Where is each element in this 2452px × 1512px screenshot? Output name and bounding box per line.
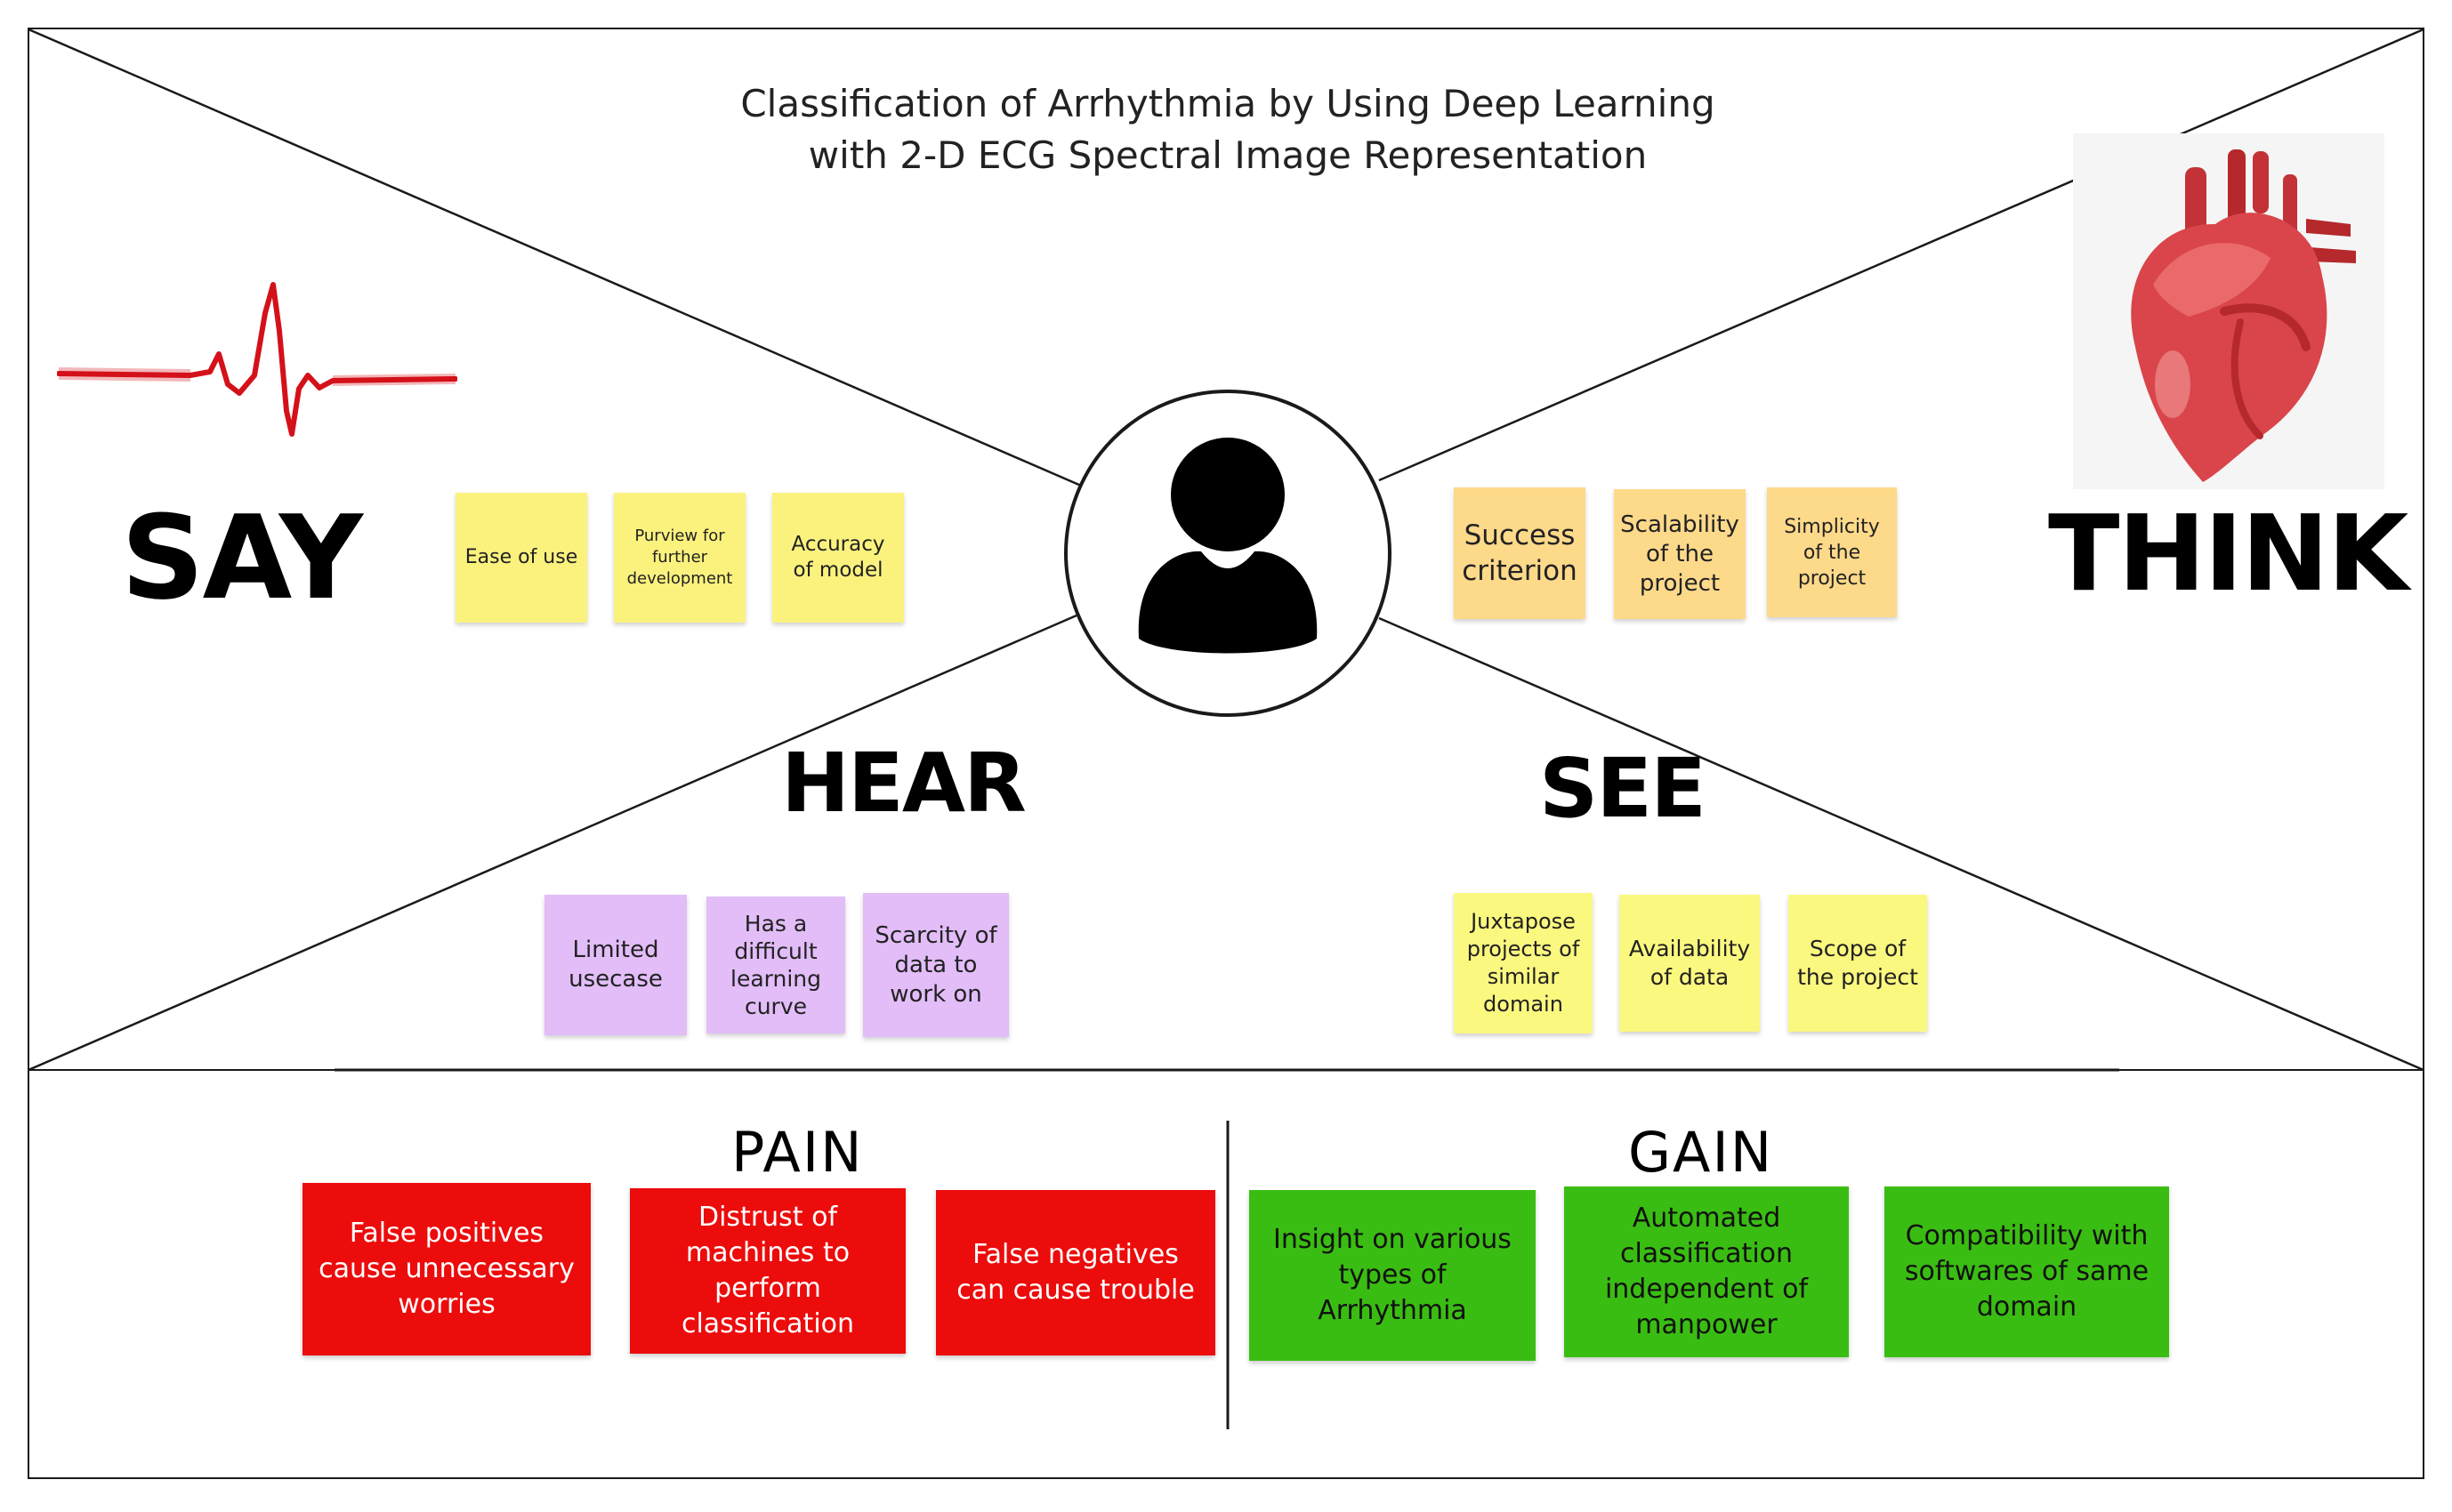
diagonal-bottom-left xyxy=(28,614,1077,1072)
label-pain: PAIN xyxy=(731,1120,864,1185)
diagonal-top-right xyxy=(1378,28,2424,482)
gain-card: Automated classification independent of … xyxy=(1564,1186,1849,1357)
label-see: SEE xyxy=(1539,741,1706,836)
gain-card: Insight on various types of Arrhythmia xyxy=(1249,1190,1536,1361)
see-note: Scope of the project xyxy=(1788,895,1927,1032)
pain-card: False positives cause unnecessary worrie… xyxy=(302,1183,591,1355)
think-note: Success criterion xyxy=(1454,487,1585,619)
hear-note: Limited usecase xyxy=(544,895,687,1035)
label-gain: GAIN xyxy=(1628,1120,1774,1185)
pain-card: Distrust of machines to perform classifi… xyxy=(630,1188,906,1354)
say-note: Ease of use xyxy=(456,493,587,623)
hear-note: Scarcity of data to work on xyxy=(863,893,1009,1037)
say-note: Accuracy of model xyxy=(772,493,904,623)
title-line-2: with 2-D ECG Spectral Image Representati… xyxy=(808,133,1648,177)
user-avatar-icon xyxy=(1064,390,1391,717)
diagonal-bottom-right xyxy=(1378,616,2424,1072)
ecg-heartbeat-icon xyxy=(57,282,457,437)
say-note: Purview for further development xyxy=(614,493,746,623)
label-say: SAY xyxy=(121,490,363,625)
anatomical-heart-icon xyxy=(2073,133,2384,489)
hear-note: Has a difficult learning curve xyxy=(706,897,845,1033)
diagonal-top-left xyxy=(28,28,1082,487)
page-title: Classification of Arrhythmia by Using De… xyxy=(534,78,1922,181)
label-think: THINK xyxy=(2048,492,2408,615)
label-hear: HEAR xyxy=(781,736,1027,831)
see-note: Availability of data xyxy=(1619,895,1760,1032)
think-note: Simplicity of the project xyxy=(1767,487,1897,617)
gain-card: Compatibility with softwares of same dom… xyxy=(1884,1186,2169,1357)
title-line-1: Classification of Arrhythmia by Using De… xyxy=(740,82,1715,125)
see-note: Juxtapose projects of similar domain xyxy=(1454,893,1593,1033)
pain-card: False negatives can cause trouble xyxy=(936,1190,1215,1355)
board-border xyxy=(28,28,2424,1479)
think-note: Scalability of the project xyxy=(1614,489,1746,619)
